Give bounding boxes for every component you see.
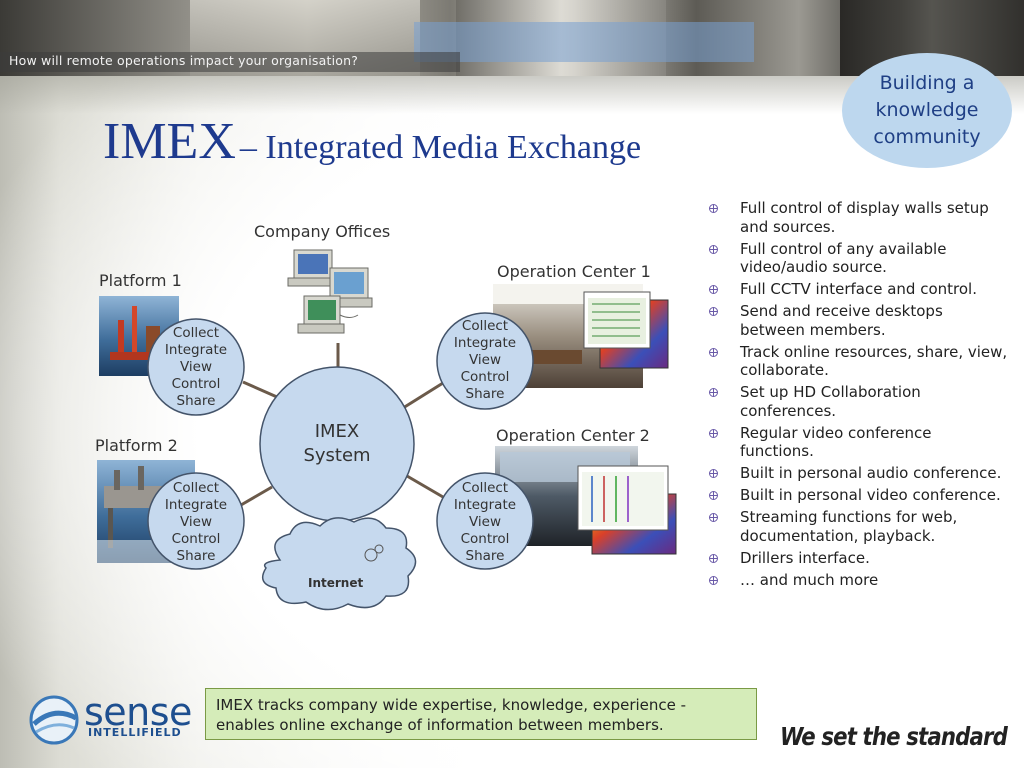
computer-icon <box>297 295 359 334</box>
function-integrate: Integrate <box>453 497 517 513</box>
title-sub: – Integrated Media Exchange <box>239 129 642 166</box>
function-view: View <box>179 359 213 375</box>
logo-subtext: INTELLIFIELD <box>88 726 182 739</box>
platform-2-functions: Collect Integrate View Control Share <box>151 480 241 565</box>
function-view: View <box>468 514 502 530</box>
bullet-icon <box>709 513 718 522</box>
operation-center-1-functions: Collect Integrate View Control Share <box>440 318 530 403</box>
bullet-icon <box>709 347 718 357</box>
connector-platform-2 <box>240 485 273 507</box>
slogan: We set the standard <box>780 722 1008 751</box>
operation-center-2-label: Operation Center 2 <box>496 426 650 445</box>
internet-cloud <box>261 517 417 611</box>
feature-text: Built in personal audio conference. <box>740 464 1002 482</box>
bubble-text: Building a knowledge community <box>873 72 981 148</box>
operation-center-1-node <box>436 312 534 410</box>
bullet-icon <box>709 491 718 500</box>
knowledge-community-bubble: Building a knowledge community <box>842 53 1012 168</box>
bullet-icon <box>709 469 718 478</box>
feature-text: Full CCTV interface and control. <box>740 280 977 298</box>
function-integrate: Integrate <box>164 497 228 513</box>
sense-logo-icon <box>29 695 79 745</box>
connector-operation-center-2 <box>406 474 444 499</box>
center-line-2: System <box>303 445 371 466</box>
platform-1-functions: Collect Integrate View Control Share <box>151 325 241 410</box>
feature-item: Send and receive desktops between member… <box>708 302 1008 339</box>
feature-item: Regular video conference functions. <box>708 424 1008 461</box>
banner-tagline: How will remote operations impact your o… <box>9 53 359 68</box>
feature-item: … and much more <box>708 571 1008 590</box>
connector-operation-center-1 <box>402 381 444 410</box>
feature-item: Full CCTV interface and control. <box>708 280 1008 299</box>
center-line-1: IMEX <box>314 421 360 442</box>
function-collect: Collect <box>172 480 220 496</box>
feature-item: Full control of display walls setup and … <box>708 199 1008 236</box>
bullet-icon <box>709 553 718 563</box>
function-integrate: Integrate <box>453 335 517 351</box>
function-share: Share <box>465 548 505 564</box>
operation-center-2-functions: Collect Integrate View Control Share <box>440 480 530 565</box>
feature-text: Built in personal video conference. <box>740 486 1001 504</box>
globe-icon <box>364 544 384 562</box>
feature-text: Streaming functions for web, documentati… <box>740 508 958 545</box>
operation-center-2-node <box>436 472 534 570</box>
feature-item: Drillers interface. <box>708 549 1008 568</box>
bullet-icon <box>709 575 718 585</box>
feature-list: Full control of display walls setup and … <box>708 199 1008 593</box>
function-integrate: Integrate <box>164 342 228 358</box>
feature-text: Full control of display walls setup and … <box>740 199 989 236</box>
banner-tagline-bar <box>0 52 460 72</box>
feature-item: Set up HD Collaboration conferences. <box>708 383 1008 420</box>
feature-text: Regular video conference functions. <box>740 423 932 461</box>
function-collect: Collect <box>461 318 509 334</box>
feature-text: Track online resources, share, view, col… <box>740 342 1008 380</box>
platform-2-label: Platform 2 <box>95 436 178 455</box>
function-control: Control <box>460 531 510 547</box>
internet-label: Internet <box>308 576 364 590</box>
computer-icon <box>325 267 373 308</box>
feature-text: Drillers interface. <box>740 548 870 567</box>
function-view: View <box>468 352 502 368</box>
banner-blue-overlay <box>414 22 754 62</box>
operation-center-1-label: Operation Center 1 <box>497 262 651 281</box>
company-offices-label: Company Offices <box>254 222 391 241</box>
bullet-icon <box>709 285 718 294</box>
computer-icon <box>287 249 337 287</box>
platform-1-label: Platform 1 <box>99 271 182 290</box>
feature-item: Built in personal audio conference. <box>708 464 1008 483</box>
feature-item: Streaming functions for web, documentati… <box>708 508 1008 545</box>
imex-system-label: IMEX System <box>277 420 397 468</box>
function-collect: Collect <box>172 325 220 341</box>
title-main: IMEX <box>103 113 236 170</box>
bullet-icon <box>709 388 718 397</box>
feature-text: … and much more <box>740 570 879 589</box>
bullet-icon <box>709 307 718 316</box>
slide-title: IMEX – Integrated Media Exchange <box>103 112 641 171</box>
bullet-icon <box>709 244 718 254</box>
function-collect: Collect <box>461 480 509 496</box>
function-share: Share <box>176 548 216 564</box>
connector-platform-1 <box>242 380 278 399</box>
header-banner: How will remote operations impact your o… <box>0 0 1024 76</box>
function-control: Control <box>171 531 221 547</box>
feature-text: Set up HD Collaboration conferences. <box>740 383 921 420</box>
function-control: Control <box>460 369 510 385</box>
feature-text: Full control of any available video/audi… <box>740 239 947 277</box>
operation-center-2-photo <box>495 446 677 555</box>
summary-note: IMEX tracks company wide expertise, know… <box>205 688 757 740</box>
feature-text: Send and receive desktops between member… <box>740 302 943 339</box>
function-control: Control <box>171 376 221 392</box>
logo-wordmark: sense <box>84 690 192 734</box>
function-share: Share <box>465 386 505 402</box>
bullet-icon <box>709 428 718 438</box>
feature-item: Built in personal video conference. <box>708 486 1008 505</box>
feature-item: Track online resources, share, view, col… <box>708 343 1008 380</box>
platform-1-node <box>147 318 245 416</box>
bullet-icon <box>709 204 718 213</box>
function-view: View <box>179 514 213 530</box>
feature-item: Full control of any available video/audi… <box>708 240 1008 277</box>
platform-2-node <box>147 472 245 570</box>
function-share: Share <box>176 393 216 409</box>
